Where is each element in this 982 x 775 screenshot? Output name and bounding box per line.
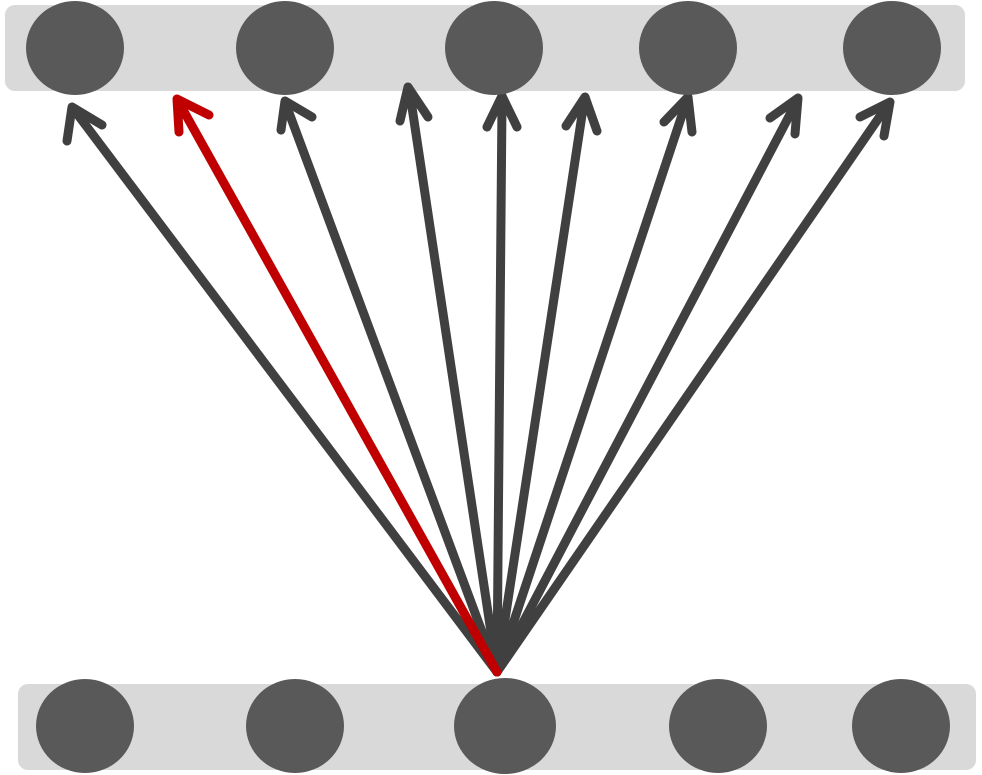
top-node bbox=[236, 1, 334, 95]
bottom-node bbox=[852, 679, 950, 773]
arrowhead-1 bbox=[172, 94, 214, 137]
arrows-group bbox=[62, 82, 895, 677]
bottom-node bbox=[246, 679, 344, 773]
arrowhead-0 bbox=[62, 102, 107, 146]
bottom-layer-nodes bbox=[36, 678, 950, 774]
arrow-7 bbox=[492, 98, 801, 677]
arrow-4 bbox=[492, 98, 507, 677]
arrow-3 bbox=[405, 89, 502, 677]
top-node bbox=[445, 1, 543, 95]
arrowhead-5 bbox=[561, 92, 602, 136]
arrowhead-2 bbox=[276, 96, 317, 135]
arrowhead-3 bbox=[395, 82, 433, 126]
arrow-6 bbox=[492, 98, 691, 677]
top-node bbox=[26, 1, 124, 95]
arrow-5 bbox=[492, 97, 589, 677]
arrow-1 bbox=[177, 103, 502, 677]
arrowhead-6 bbox=[659, 92, 697, 137]
arrow-8 bbox=[492, 101, 892, 677]
bottom-node bbox=[36, 679, 134, 773]
arrowhead-8 bbox=[855, 97, 895, 141]
top-node bbox=[639, 1, 737, 95]
top-node bbox=[843, 1, 941, 95]
bottom-node bbox=[669, 679, 767, 773]
bottom-node-source bbox=[454, 678, 556, 774]
arrowhead-4 bbox=[482, 91, 522, 132]
arrowhead-7 bbox=[765, 93, 803, 139]
top-layer-nodes bbox=[26, 1, 941, 95]
arrow-2 bbox=[283, 105, 502, 677]
arrow-0 bbox=[73, 110, 502, 677]
